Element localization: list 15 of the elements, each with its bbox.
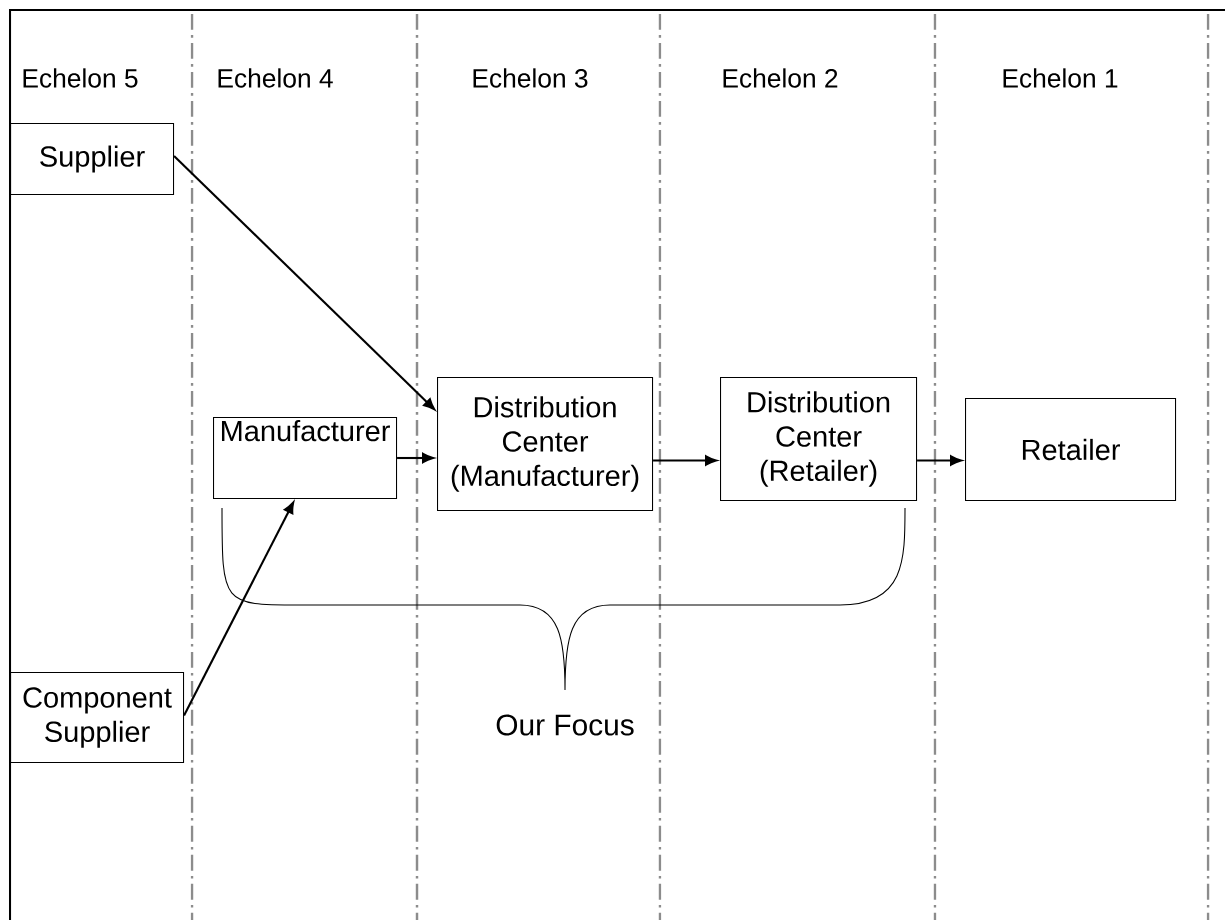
- brace-label: Our Focus: [496, 714, 634, 736]
- arrow: [173, 155, 436, 411]
- process-box: Manufacturer: [213, 417, 398, 500]
- process-box: Retailer: [965, 398, 1177, 502]
- process-box: Component Supplier: [10, 672, 185, 764]
- column-heading: Echelon 2: [723, 68, 838, 88]
- column-heading: Echelon 1: [1003, 68, 1118, 88]
- column-heading: Echelon 4: [218, 68, 333, 88]
- column-heading: Echelon 5: [23, 68, 138, 88]
- arrow: [183, 501, 295, 716]
- column-heading: Echelon 3: [473, 68, 588, 88]
- process-box: Supplier: [10, 123, 175, 196]
- process-box: Distribution Center (Manufacturer): [437, 377, 654, 512]
- arrow: [397, 452, 434, 464]
- process-box: Distribution Center (Retailer): [720, 377, 918, 502]
